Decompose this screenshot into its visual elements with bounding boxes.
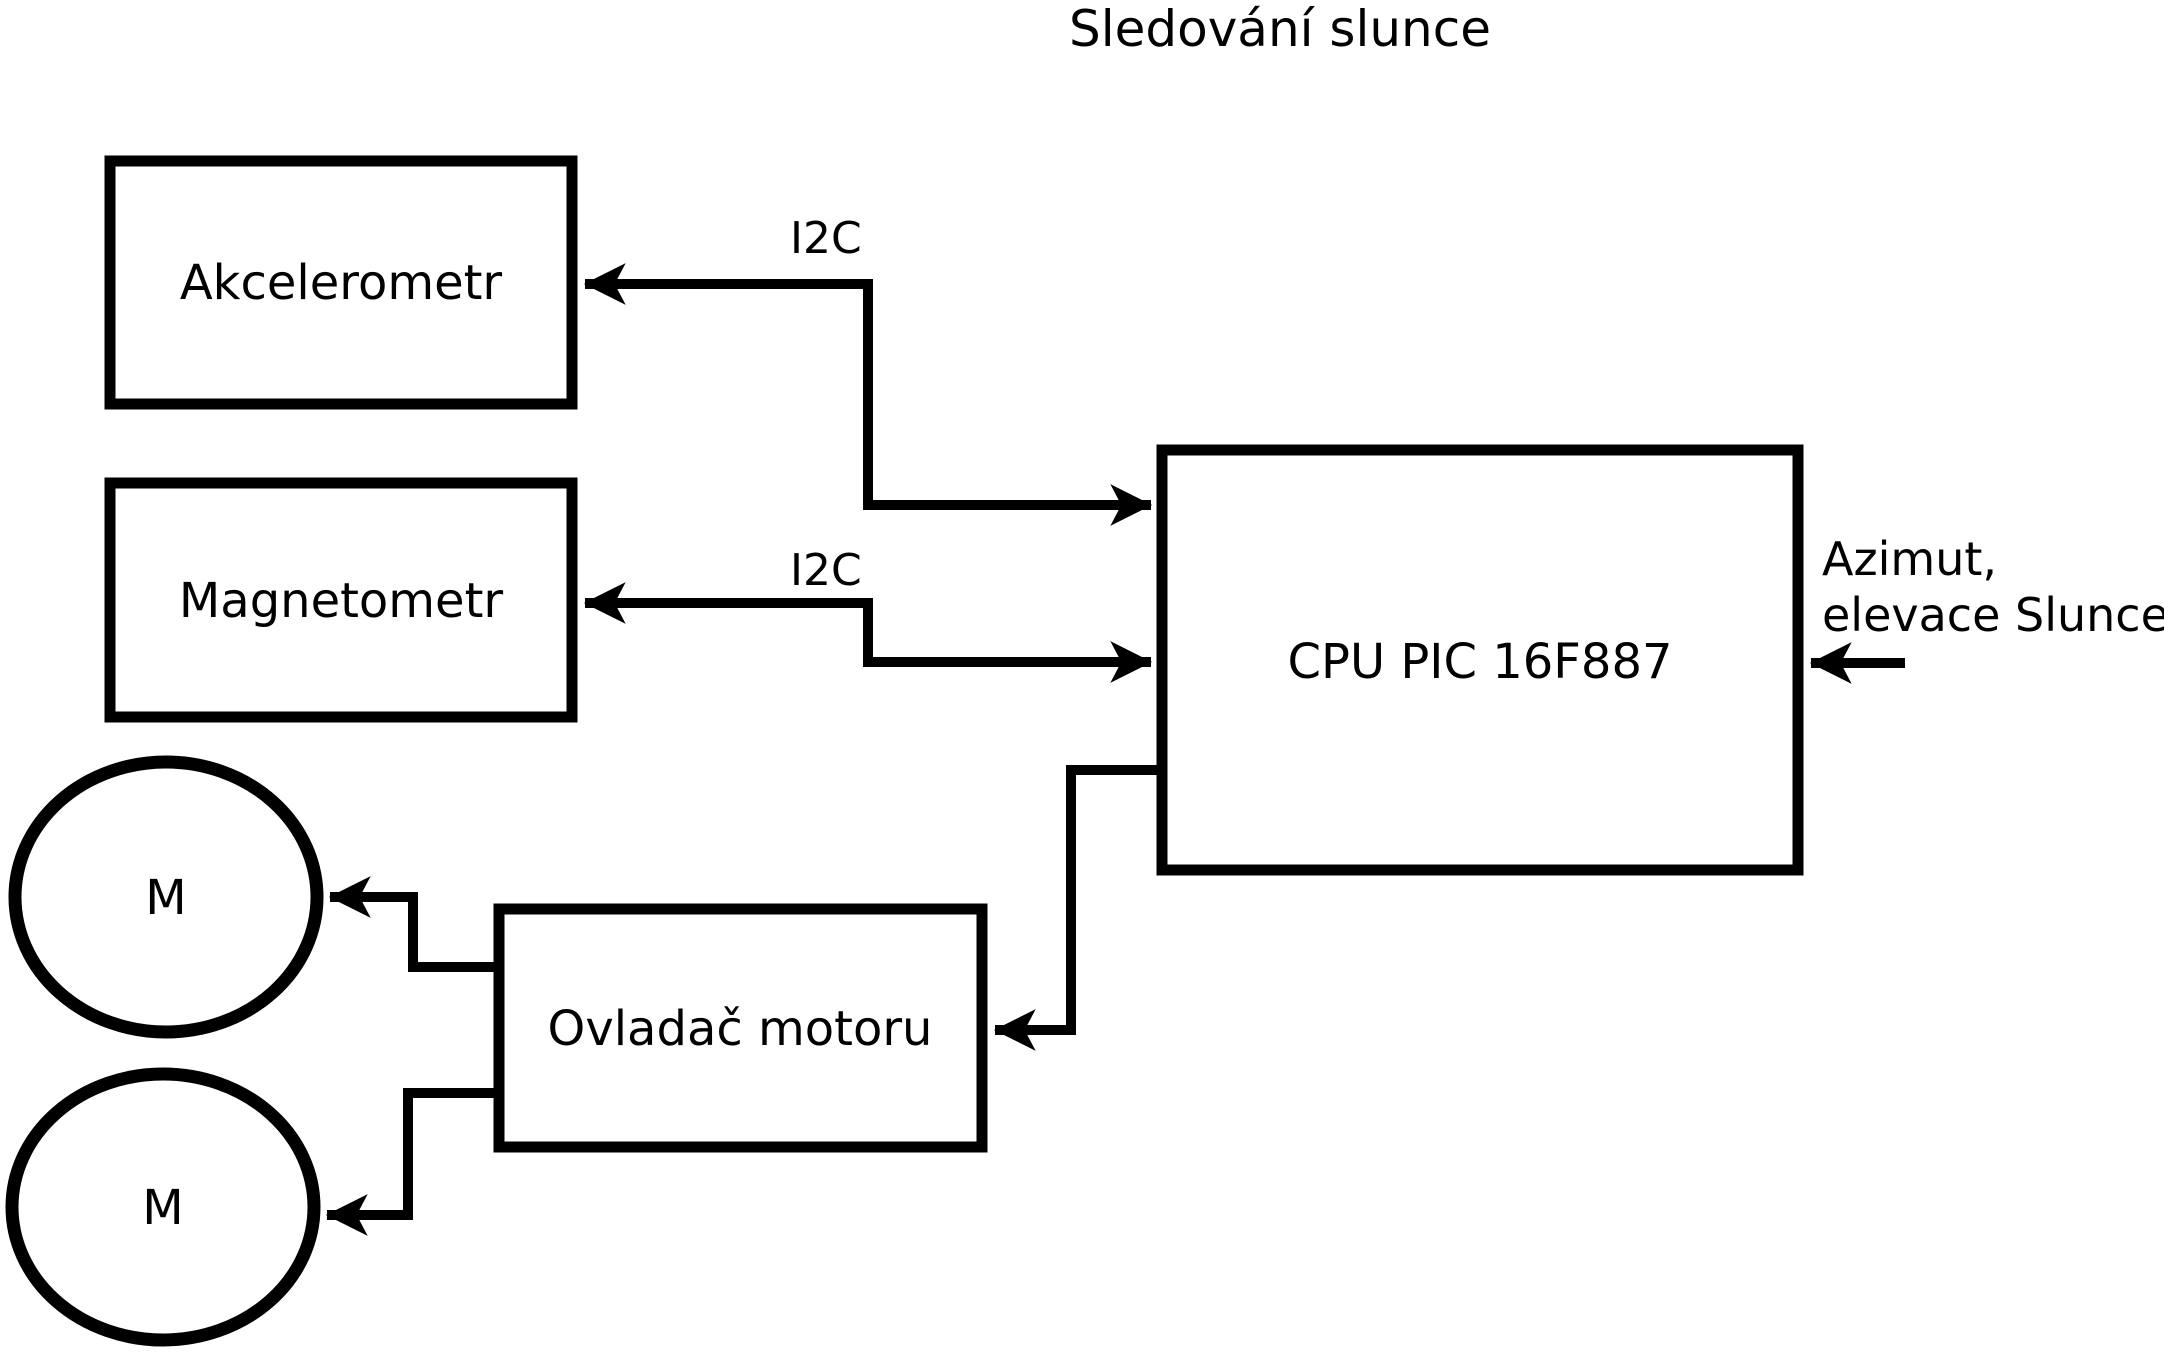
node-akcelerometr: Akcelerometr <box>104 155 578 410</box>
akcelerometr-label: Akcelerometr <box>180 255 503 311</box>
magnetometr-box <box>104 477 578 723</box>
node-motor-driver: Ovladač motoru <box>493 903 988 1153</box>
i2c-label-accelerometer: I2C <box>790 213 862 264</box>
i2c-label-magnetometer: I2C <box>790 545 862 596</box>
node-motor-top: M <box>8 755 324 1039</box>
azimut-label-line2: elevace Slunce <box>1822 588 2164 642</box>
akcelerometr-box <box>104 155 578 410</box>
i2c-bus-accelerometer-wire <box>583 263 1153 526</box>
motor-bottom-circle <box>5 1067 321 1347</box>
azimut-label-line1: Azimut, <box>1822 532 1997 586</box>
node-cpu: CPU PIC 16F887 <box>1156 444 1804 876</box>
motor-bottom-label: M <box>142 1180 183 1236</box>
motor-top-circle <box>8 755 324 1039</box>
driver-to-motor-top-wire <box>328 876 494 972</box>
cpu-box <box>1156 444 1804 876</box>
i2c-bus-magnetometer-wire <box>583 582 1153 683</box>
node-magnetometr: Magnetometr <box>104 477 578 723</box>
motor-driver-label: Ovladač motoru <box>548 1001 933 1057</box>
node-motor-bottom: M <box>5 1067 321 1347</box>
driver-to-motor-bottom-wire <box>325 1088 494 1236</box>
cpu-label: CPU PIC 16F887 <box>1287 634 1672 690</box>
magnetometr-label: Magnetometr <box>179 573 504 629</box>
motor-driver-box <box>493 903 988 1153</box>
motor-top-label: M <box>145 870 186 926</box>
cpu-to-motor-driver-wire <box>993 765 1160 1051</box>
diagram-title: Sledování slunce <box>1069 0 1491 58</box>
